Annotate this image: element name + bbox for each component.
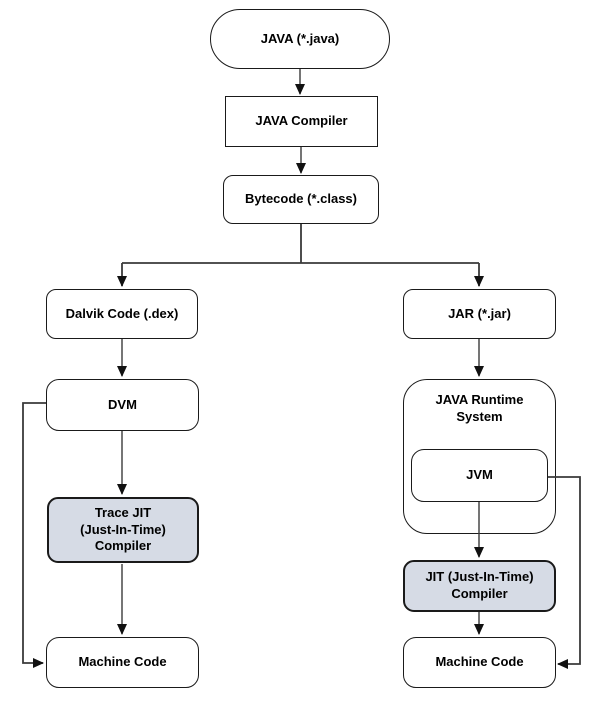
node-jvm: JVM	[411, 449, 548, 502]
node-jar: JAR (*.jar)	[403, 289, 556, 339]
node-jit-compiler: JIT (Just-In-Time) Compiler	[403, 560, 556, 612]
node-java-source: JAVA (*.java)	[210, 9, 390, 69]
node-jvm-label: JVM	[466, 467, 493, 483]
node-bytecode: Bytecode (*.class)	[223, 175, 379, 224]
node-trace-jit-compiler-label: Trace JIT (Just-In-Time) Compiler	[80, 504, 166, 554]
node-jar-label: JAR (*.jar)	[448, 305, 511, 321]
node-dalvik-code: Dalvik Code (.dex)	[46, 289, 198, 339]
node-bytecode-label: Bytecode (*.class)	[245, 191, 357, 207]
node-machine-code-left-label: Machine Code	[78, 654, 167, 670]
node-java-source-label: JAVA (*.java)	[260, 30, 340, 46]
edge-dvm-loop-to-machine-code	[22, 402, 46, 668]
node-java-runtime-system-label: JAVA Runtime System	[435, 392, 524, 424]
node-java-compiler-label: JAVA Compiler	[255, 113, 348, 129]
node-machine-code-left: Machine Code	[46, 637, 199, 688]
node-trace-jit-compiler: Trace JIT (Just-In-Time) Compiler	[47, 497, 199, 563]
node-java-compiler: JAVA Compiler	[225, 96, 378, 147]
node-machine-code-right: Machine Code	[403, 637, 556, 688]
node-dvm: DVM	[46, 379, 199, 431]
node-dalvik-code-label: Dalvik Code (.dex)	[65, 305, 179, 321]
node-machine-code-right-label: Machine Code	[435, 654, 524, 670]
node-jit-compiler-label: JIT (Just-In-Time) Compiler	[425, 569, 534, 601]
node-dvm-label: DVM	[108, 396, 137, 412]
